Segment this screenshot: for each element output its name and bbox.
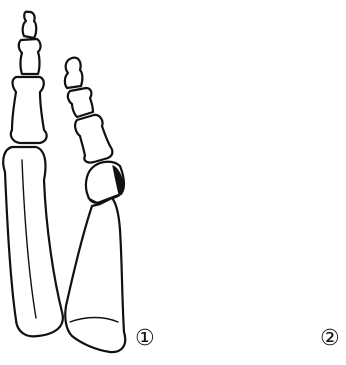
- panel-1-label: ①: [135, 328, 155, 350]
- panel-1-toe-1: [3, 12, 63, 337]
- panel-1-toe-1-proximal-phalanx: [11, 77, 47, 143]
- panel-1: [3, 12, 125, 352]
- panel-1-toe-2-distal-phalanx: [65, 58, 83, 88]
- panel-1-toe-2-middle-phalanx: [68, 88, 93, 117]
- panel-2-label: ②: [320, 328, 340, 350]
- panel-1-toe-1-metatarsal: [3, 147, 63, 336]
- panel-1-toe-2-metatarsal: [65, 198, 125, 352]
- panel-1-toe-1-middle-phalanx: [19, 39, 41, 74]
- panel-1-toe-2-proximal-phalanx: [75, 115, 112, 163]
- panel-1-toe-2: [65, 58, 125, 352]
- panel-1-toe-1-distal-phalanx: [23, 12, 37, 38]
